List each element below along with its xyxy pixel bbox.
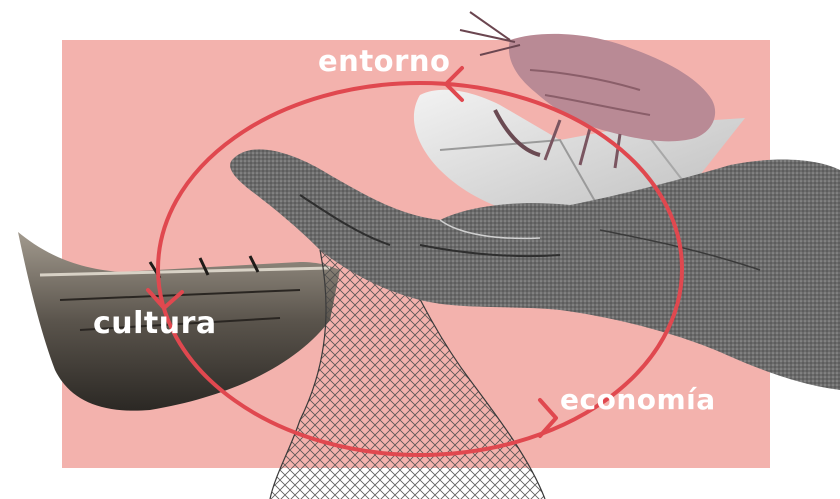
- label-economia: economía: [560, 383, 716, 416]
- label-entorno: entorno: [318, 44, 450, 78]
- label-cultura: cultura: [93, 306, 217, 341]
